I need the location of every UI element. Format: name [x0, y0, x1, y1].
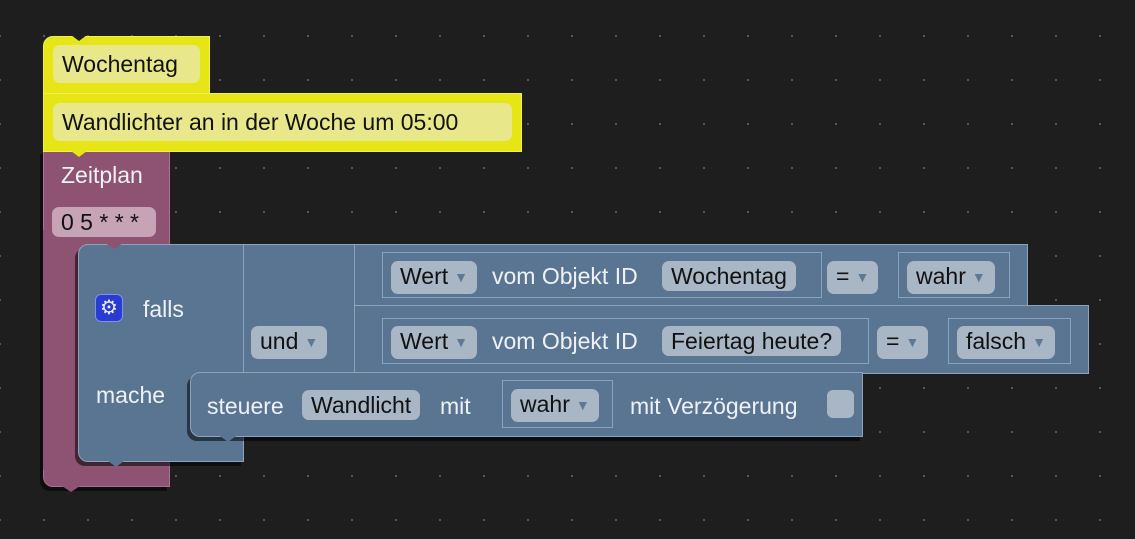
value-type-dropdown-2[interactable]: Wert	[391, 326, 477, 359]
object-id-field-2[interactable]: Feiertag heute?	[662, 326, 842, 356]
operator-dropdown-1[interactable]: =	[827, 261, 879, 294]
value-dropdown[interactable]: wahr	[511, 389, 599, 422]
comment-bottom-notch	[71, 151, 87, 157]
delay-label: mit Verzögerung	[630, 393, 798, 419]
if-block-bottom-notch	[108, 461, 124, 467]
delay-checkbox[interactable]	[827, 390, 854, 418]
device-field[interactable]: Wandlicht	[302, 390, 421, 420]
compare-value-dropdown-2[interactable]: falsch	[957, 326, 1055, 359]
from-label-1: vom Objekt ID	[492, 263, 638, 289]
object-id-field-1[interactable]: Wochentag	[662, 261, 796, 291]
schedule-label: Zeitplan	[61, 162, 143, 188]
control-label: steuere	[207, 393, 284, 419]
with-label: mit	[440, 393, 471, 419]
control-block-bottom-notch	[220, 436, 236, 442]
do-label: mache	[96, 382, 166, 408]
gear-icon[interactable]: ⚙	[95, 294, 123, 322]
compare-value-dropdown-1[interactable]: wahr	[907, 261, 995, 294]
operator-dropdown-2[interactable]: =	[877, 326, 929, 359]
schedule-block-arm	[43, 230, 78, 470]
from-label-2: vom Objekt ID	[492, 328, 638, 354]
schedule-block-bottom-notch	[62, 486, 80, 492]
comment-top-notch	[71, 35, 87, 41]
if-block-top-notch	[105, 243, 123, 249]
if-label: falls	[143, 296, 184, 322]
schedule-cron-field[interactable]: 0 5 * * *	[52, 207, 156, 237]
value-type-dropdown-1[interactable]: Wert	[391, 261, 477, 294]
comment-title-field[interactable]: Wochentag	[53, 45, 200, 83]
comment-description-field[interactable]: Wandlichter an in der Woche um 05:00	[53, 103, 512, 141]
logic-operator-dropdown[interactable]: und	[251, 326, 328, 359]
